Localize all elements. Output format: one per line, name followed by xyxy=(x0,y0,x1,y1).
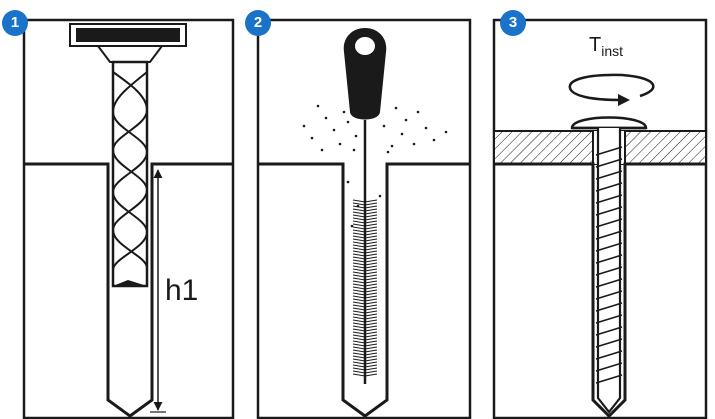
screw-anchor-icon xyxy=(570,116,648,414)
panel-1 xyxy=(22,18,235,419)
torque-label: Tinst xyxy=(589,34,623,59)
step-1-badge: 1 xyxy=(2,10,28,36)
install-hole xyxy=(494,162,706,419)
drill-hole xyxy=(24,162,233,418)
drill-bit-icon xyxy=(111,60,149,288)
depth-label: h1 xyxy=(165,274,199,307)
clean-hole xyxy=(258,162,470,418)
rotation-arrow-icon xyxy=(568,73,655,106)
drill-chuck xyxy=(69,23,187,63)
torque-subscript: inst xyxy=(601,43,624,59)
step-2-badge: 2 xyxy=(245,10,271,36)
torque-symbol: T xyxy=(589,34,602,56)
panel-2 xyxy=(256,18,472,419)
cleaning-brush-icon xyxy=(343,28,387,384)
dust-particles xyxy=(302,104,448,228)
panel-3 xyxy=(492,18,708,419)
step-3-badge: 3 xyxy=(500,10,526,36)
